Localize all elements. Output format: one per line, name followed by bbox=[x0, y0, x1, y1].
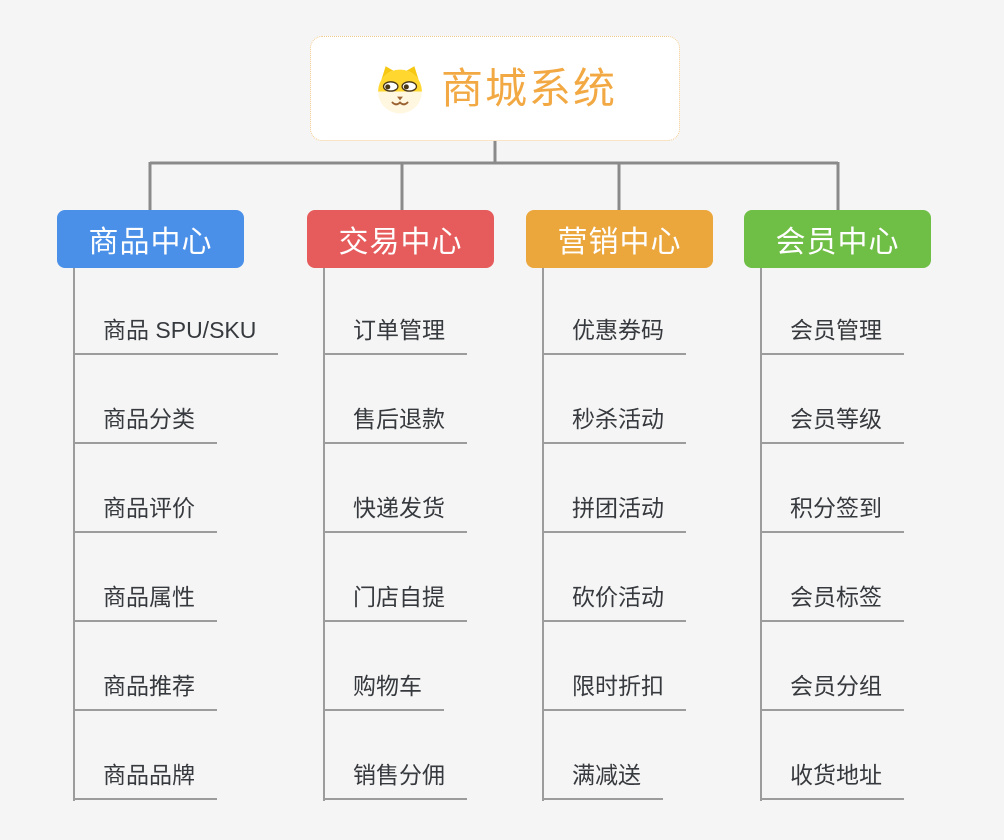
leaf-node[interactable]: 购物车 bbox=[323, 671, 444, 711]
leaf-node[interactable]: 商品评价 bbox=[73, 493, 217, 533]
leaf-node[interactable]: 商品分类 bbox=[73, 404, 217, 444]
branch-label: 会员中心 bbox=[775, 226, 900, 259]
branch-label: 交易中心 bbox=[338, 226, 463, 259]
leaf-node[interactable]: 商品属性 bbox=[73, 582, 217, 622]
branch-label: 营销中心 bbox=[557, 226, 682, 259]
leaf-node[interactable]: 会员分组 bbox=[760, 671, 904, 711]
leaf-node[interactable]: 限时折扣 bbox=[542, 671, 686, 711]
branch-member-center[interactable]: 会员中心 bbox=[744, 210, 931, 268]
branch-label: 商品中心 bbox=[88, 226, 213, 259]
leaf-node[interactable]: 售后退款 bbox=[323, 404, 467, 444]
leaf-node[interactable]: 商品推荐 bbox=[73, 671, 217, 711]
leaf-node[interactable]: 积分签到 bbox=[760, 493, 904, 533]
branch-product-center[interactable]: 商品中心 bbox=[57, 210, 244, 268]
leaf-node[interactable]: 拼团活动 bbox=[542, 493, 686, 533]
leaf-node[interactable]: 会员标签 bbox=[760, 582, 904, 622]
root-node[interactable]: 商城系统 bbox=[310, 36, 680, 141]
branch-marketing-center[interactable]: 营销中心 bbox=[526, 210, 713, 268]
leaf-node[interactable]: 砍价活动 bbox=[542, 582, 686, 622]
leaf-node[interactable]: 秒杀活动 bbox=[542, 404, 686, 444]
root-title: 商城系统 bbox=[440, 64, 617, 112]
leaf-node[interactable]: 门店自提 bbox=[323, 582, 467, 622]
leaf-node[interactable]: 收货地址 bbox=[760, 760, 904, 800]
leaf-node[interactable]: 满减送 bbox=[542, 760, 663, 800]
leaf-node[interactable]: 销售分佣 bbox=[323, 760, 467, 800]
leaf-node[interactable]: 会员管理 bbox=[760, 315, 904, 355]
leaf-node[interactable]: 订单管理 bbox=[323, 315, 467, 355]
leaf-node[interactable]: 商品品牌 bbox=[73, 760, 217, 800]
leaf-node[interactable]: 商品 SPU/SKU bbox=[73, 315, 279, 355]
leaf-node[interactable]: 优惠券码 bbox=[542, 315, 686, 355]
leaf-node[interactable]: 快递发货 bbox=[323, 493, 467, 533]
leaf-node[interactable]: 会员等级 bbox=[760, 404, 904, 444]
branch-trade-center[interactable]: 交易中心 bbox=[307, 210, 494, 268]
dog-face-icon bbox=[378, 65, 422, 113]
